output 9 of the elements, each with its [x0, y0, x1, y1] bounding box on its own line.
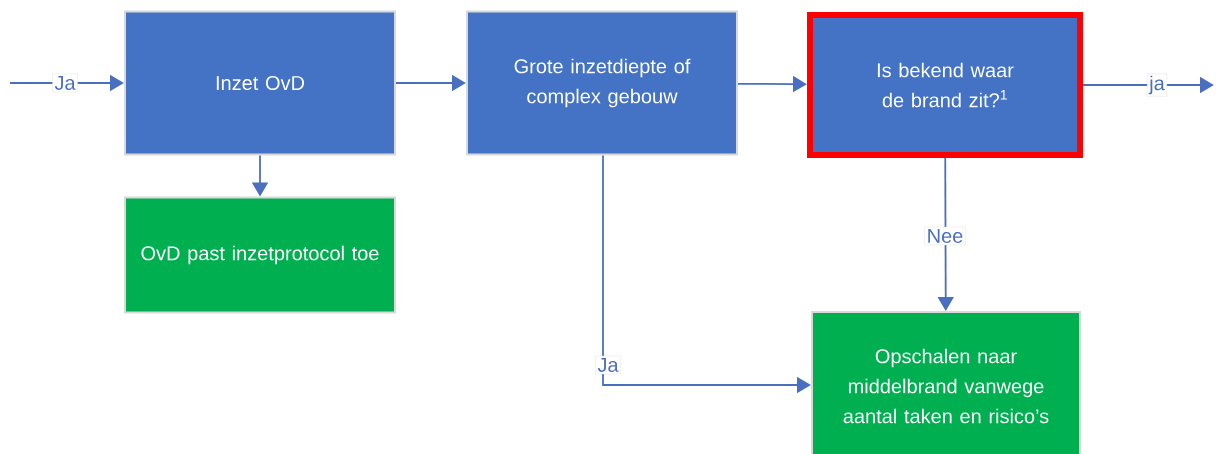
action-box: Opschalen naar middelbrand vanwege aantal taken en risico’s: [811, 311, 1081, 454]
edge-label: Ja: [52, 73, 78, 93]
decision-box: Is bekend waar de brand zit?$^{1}$: [807, 12, 1083, 158]
process-box: Grote inzetdiepte of complex gebouw: [466, 10, 738, 156]
process-box: Inzet OvD: [124, 10, 396, 156]
edge-label: Nee: [924, 226, 966, 246]
edge-label: Ja: [595, 355, 621, 375]
edge-label: ja: [1147, 73, 1167, 97]
action-box: OvD past inzetprotocol toe: [124, 196, 396, 314]
